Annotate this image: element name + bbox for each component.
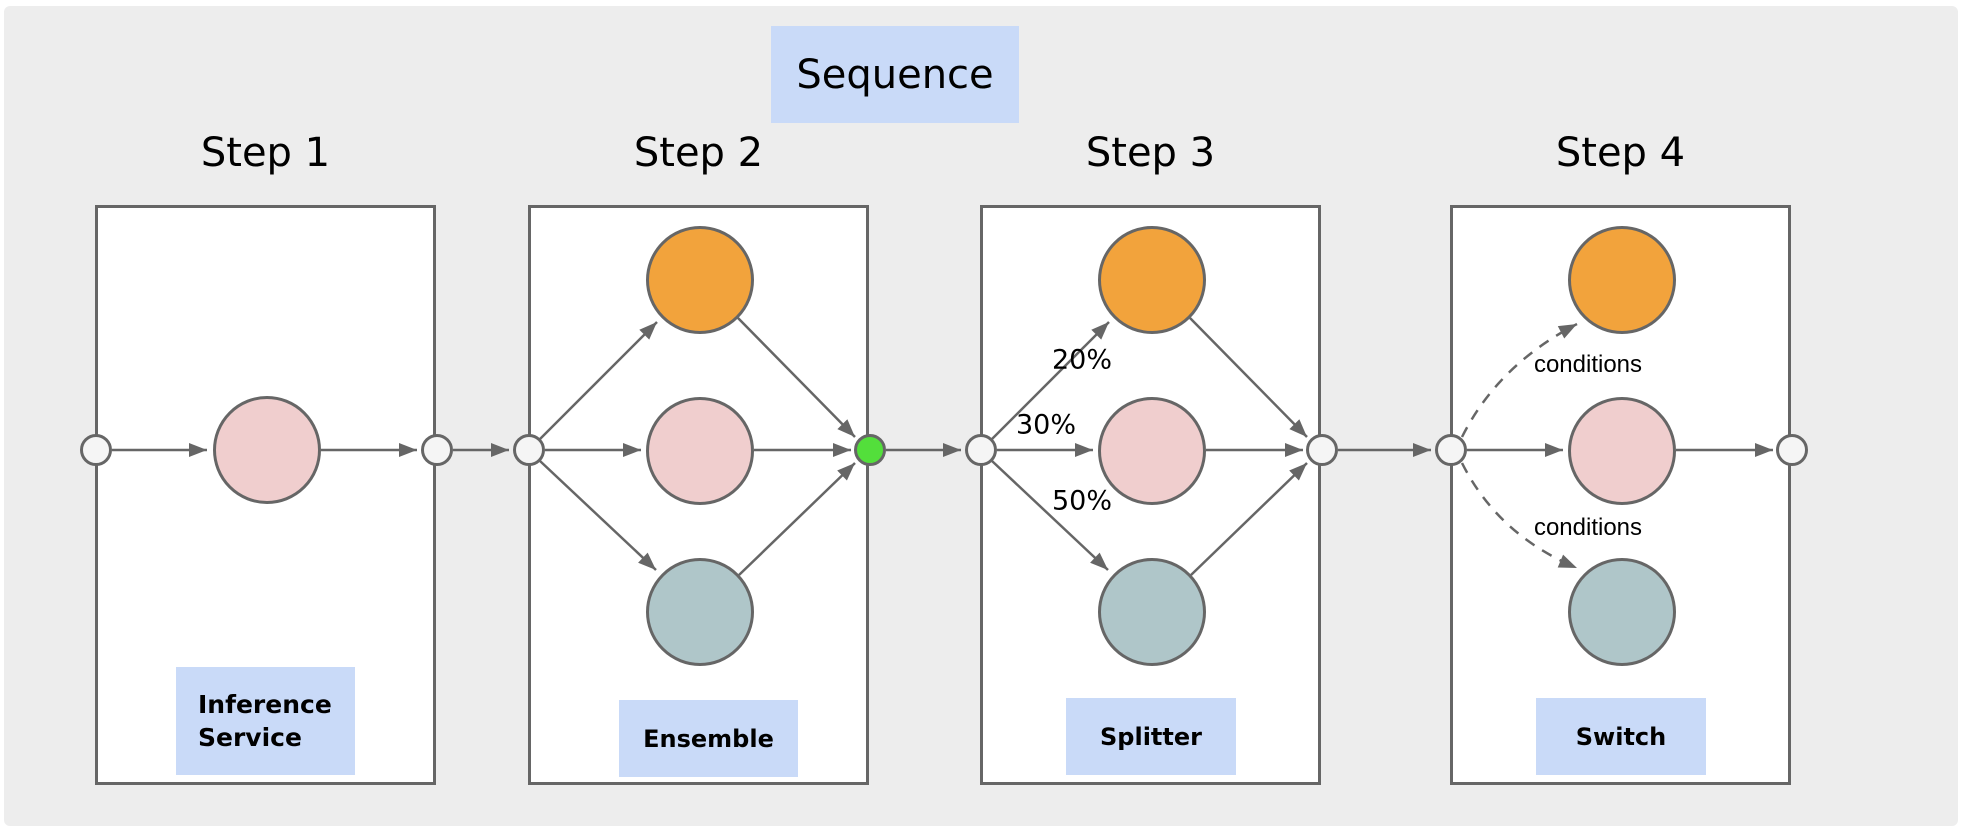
switch-conditions-label-bottom: conditions (1533, 514, 1643, 541)
step-1-title: Step 1 (200, 130, 331, 176)
step3-output-connector (1306, 434, 1338, 466)
step4-model-node-teal (1568, 558, 1676, 666)
step2-input-connector (513, 434, 545, 466)
edge-step2-orange-to-join (737, 317, 856, 438)
step2-join-connector-green (854, 434, 886, 466)
step-2-type-tag: Ensemble (619, 700, 798, 777)
step-1-type-tag: Inference Service (176, 667, 355, 775)
step2-model-node-teal (646, 558, 754, 666)
step4-input-connector (1435, 434, 1467, 466)
step-3-title: Step 3 (1085, 130, 1216, 176)
step4-model-node-orange (1568, 226, 1676, 334)
edge-step4-in-to-orange-dashed (1460, 322, 1578, 438)
step4-output-connector (1776, 434, 1808, 466)
step1-input-connector (80, 434, 112, 466)
edge-step3-orange-to-out (1189, 317, 1308, 438)
edge-step2-in-to-teal (539, 460, 657, 571)
splitter-percent-label-30: 30% (1015, 409, 1077, 441)
edge-step3-in-to-teal (991, 460, 1109, 571)
step-4-title: Step 4 (1555, 130, 1686, 176)
step2-model-node-pink (646, 397, 754, 505)
edge-step2-in-to-orange (539, 321, 658, 440)
edge-step3-in-to-orange (991, 321, 1110, 440)
step-2-title: Step 2 (633, 130, 764, 176)
edge-step2-teal-to-join (738, 462, 856, 576)
edge-step3-teal-to-out (1190, 462, 1308, 576)
step-4-type-tag: Switch (1536, 698, 1706, 775)
step3-model-node-teal (1098, 558, 1206, 666)
step3-model-node-pink (1098, 397, 1206, 505)
step4-model-node-pink (1568, 397, 1676, 505)
step1-model-node-pink (213, 396, 321, 504)
step1-output-connector (421, 434, 453, 466)
splitter-percent-label-50: 50% (1051, 485, 1113, 517)
step-3-type-tag: Splitter (1066, 698, 1236, 775)
step2-model-node-orange (646, 226, 754, 334)
switch-conditions-label-top: conditions (1533, 351, 1643, 378)
sequence-title-box: Sequence (771, 26, 1019, 123)
splitter-percent-label-20: 20% (1051, 344, 1113, 376)
step3-model-node-orange (1098, 226, 1206, 334)
step3-input-connector (965, 434, 997, 466)
sequence-title-text: Sequence (796, 51, 994, 98)
